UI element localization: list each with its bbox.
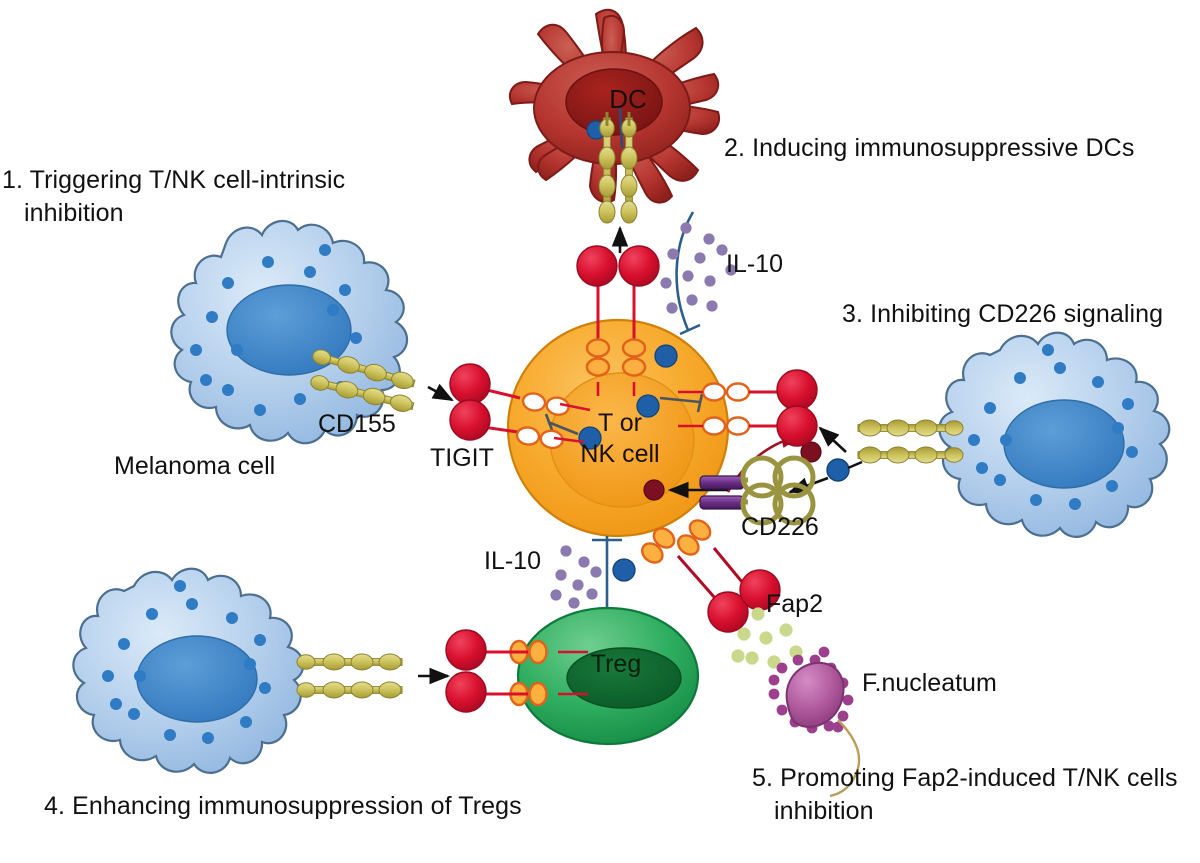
blue-dot-tnk-upper <box>654 344 678 368</box>
il10-secretion-bottom <box>550 536 636 616</box>
dendritic-cell <box>508 8 720 224</box>
blue-dot-tnk-mid <box>636 394 660 418</box>
fap2-particles <box>731 607 803 669</box>
melanoma-cell-bottom-left <box>72 567 451 774</box>
caption-3: 3. Inhibiting CD226 signaling <box>842 300 1164 328</box>
tigit-ligand-head <box>776 369 818 411</box>
caption-1: 1. Triggering T/NK cell-intrinsic inhibi… <box>2 166 346 227</box>
label-dc-cell: DC <box>609 84 647 114</box>
blue-dot-tnk-left <box>578 426 602 450</box>
cd226-receptor <box>699 455 816 526</box>
il10-secretion-top <box>660 211 737 336</box>
melanoma-cell-right <box>726 331 1171 538</box>
tigit-receptors <box>449 245 818 633</box>
blue-signal-dot-cd226 <box>826 458 850 482</box>
melanoma-cell-top-left <box>170 219 454 445</box>
label-t-nk-cell: T or NK cell <box>560 408 680 471</box>
arrow-cd155-to-tigit-right <box>818 426 847 453</box>
label-f-nucleatum: F.nucleatum <box>862 669 997 697</box>
dark-red-dot-tnk <box>643 479 665 501</box>
tigit-ligand-head <box>449 363 491 405</box>
caption-2: 2. Inducing immunosuppressive DCs <box>724 134 1135 162</box>
tigit-ligand-head <box>576 245 618 287</box>
dark-red-dot <box>800 441 822 463</box>
label-il10-top: IL-10 <box>726 250 783 278</box>
label-fap2: Fap2 <box>766 590 823 618</box>
caption-4: 4. Enhancing immunosuppression of Tregs <box>44 792 522 820</box>
label-treg-cell: Treg <box>590 650 642 678</box>
label-cd155: CD155 <box>318 410 396 438</box>
inhibition-bars <box>544 393 704 436</box>
tigit-ligand-head <box>776 405 818 447</box>
label-t-nk-line2: NK cell <box>580 440 660 469</box>
blue-signal-dot-treg <box>612 558 636 582</box>
arrow-cd155-to-tigit-left <box>427 383 454 402</box>
treg-tigit-head <box>445 671 487 713</box>
tigit-ligand-head <box>618 245 660 287</box>
tigit-ligand-head <box>449 399 491 441</box>
fap2-bound-head <box>707 591 749 633</box>
treg-tigit-head <box>445 629 487 671</box>
label-il10-bottom: IL-10 <box>484 547 541 575</box>
label-tigit: TIGIT <box>430 444 494 472</box>
caption-5: 5. Promoting Fap2-induced T/NK cells inh… <box>752 764 1178 825</box>
t-nk-cell <box>506 318 730 538</box>
treg-nucleus <box>566 647 682 709</box>
treg-cell <box>445 606 700 746</box>
f-nucleatum-bacterium <box>768 646 861 798</box>
label-melanoma-cell: Melanoma cell <box>114 452 276 480</box>
label-t-nk-line1: T or <box>598 409 642 437</box>
label-cd226: CD226 <box>741 513 819 541</box>
